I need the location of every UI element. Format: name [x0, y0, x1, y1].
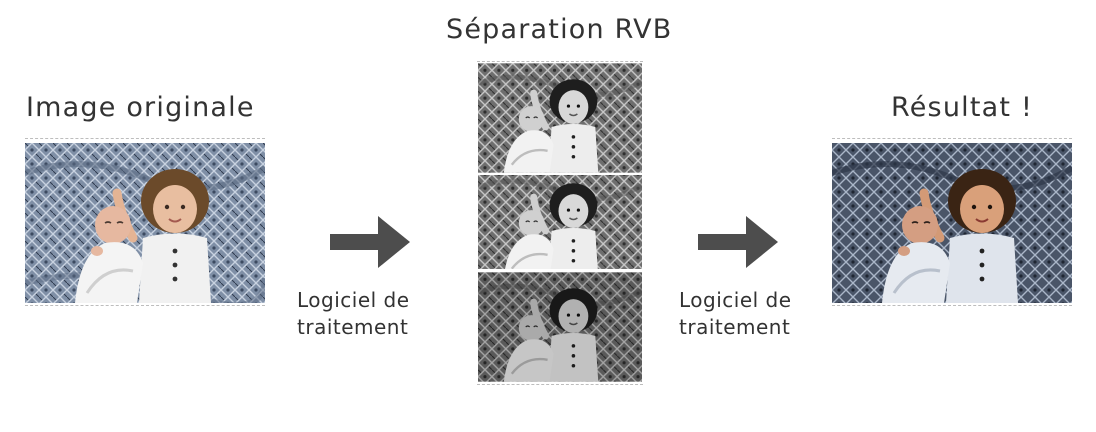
original-title: Image originale — [26, 92, 255, 123]
arrow-right-icon — [330, 216, 410, 268]
result-title: Résultat ! — [891, 92, 1033, 123]
channel-image-v — [478, 175, 642, 269]
channel-image-r — [478, 63, 642, 173]
result-image-frame — [832, 138, 1072, 306]
separation-title: Séparation RVB — [446, 14, 673, 45]
step-label-line: traitement — [297, 315, 409, 339]
step-label-line: traitement — [679, 315, 791, 339]
original-image-frame — [25, 138, 265, 306]
step-label-line: Logiciel de — [679, 288, 792, 312]
step-label-line: Logiciel de — [297, 288, 410, 312]
step-label-processing-1: Logiciel de traitement — [297, 287, 410, 341]
channel-image-b — [478, 272, 642, 382]
separation-frame — [477, 61, 643, 385]
step-label-processing-2: Logiciel de traitement — [679, 287, 792, 341]
arrow-right-icon — [698, 216, 778, 268]
result-image — [832, 143, 1072, 303]
original-image — [25, 143, 265, 303]
